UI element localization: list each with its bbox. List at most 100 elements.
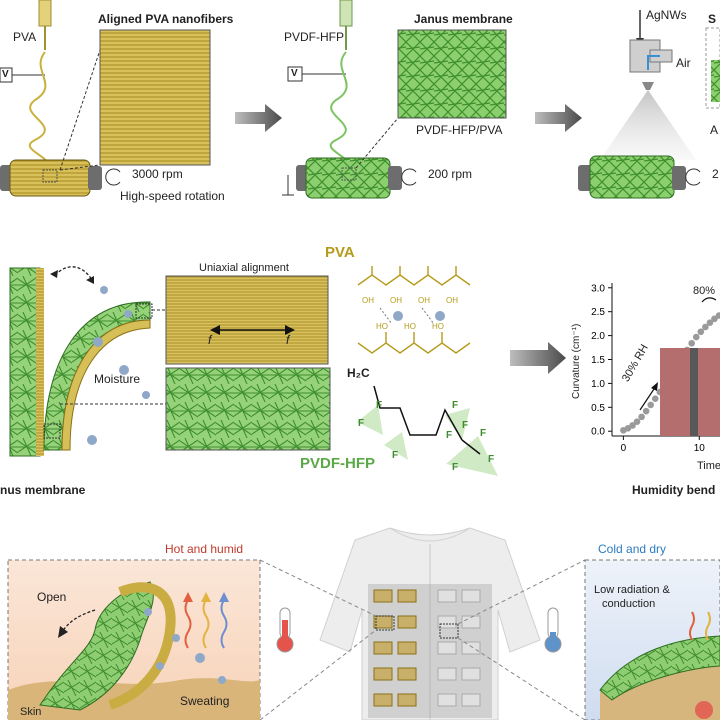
f-5: F (452, 400, 459, 411)
bend-arrow (54, 266, 93, 281)
h-bonds (379, 307, 435, 325)
x-tick-label: 10 (694, 443, 706, 454)
chart-point (633, 418, 641, 425)
chart-ylabel: Curvature (cm⁻¹) (571, 323, 582, 399)
voltage-label-2: V (291, 68, 298, 79)
blocked-radiation (689, 611, 711, 641)
chart-y-ticks: 0.00.51.01.52.02.53.0 (591, 283, 612, 438)
pvdf-structure (357, 385, 498, 476)
moisture-droplets (87, 286, 150, 445)
process-arrow-1 (235, 104, 282, 132)
moisture-label: Moisture (94, 372, 141, 386)
pva-structure (357, 266, 471, 354)
syringe-icon (38, 0, 52, 50)
shirt-patch-closed (461, 589, 481, 603)
shirt-patch-closed (437, 667, 457, 681)
shirt-patch-closed (437, 693, 457, 707)
shirt-patch-open (373, 589, 393, 603)
partial-title: S (708, 12, 717, 26)
uniaxial-label: Uniaxial alignment (199, 262, 289, 274)
opened-membrane (39, 581, 154, 711)
f-4: F (446, 430, 453, 441)
y-tick-label: 0.0 (591, 427, 605, 438)
collector-roller (0, 159, 102, 197)
janus-title: Janus membrane (414, 12, 513, 26)
trend-arrow (639, 385, 657, 411)
agnws-label: AgNWs (646, 8, 687, 22)
shirt-patch-open (397, 589, 417, 603)
jet-spiral (28, 51, 49, 171)
janus-membrane-inset (397, 29, 507, 119)
chart-point (711, 315, 718, 323)
force-right: f (286, 333, 290, 347)
annot-arrow (701, 297, 717, 303)
sweating-label: Sweating (180, 694, 230, 708)
sweat-droplets (144, 608, 226, 684)
fabrication-row (0, 0, 720, 199)
rpm-3000: 3000 rpm (132, 167, 183, 181)
pva-title: PVA (325, 244, 355, 261)
water-molecules (393, 311, 445, 321)
f-8: F (488, 454, 495, 465)
pva-aligned-inset (165, 275, 329, 365)
process-arrow-3 (510, 342, 566, 374)
shirt-patch-open (373, 641, 393, 655)
oh-4: OH (446, 296, 458, 305)
skin-label: Skin (20, 706, 42, 718)
chart-point (642, 407, 650, 415)
f-6: F (462, 420, 469, 431)
f-7: F (480, 428, 487, 439)
force-left: f (208, 333, 212, 347)
air-label: Air (676, 56, 691, 70)
shirt-patch-closed (461, 693, 481, 707)
shirt-patch-closed (437, 589, 457, 603)
janus-caption: nus membrane (0, 483, 86, 497)
annot-80: 80% (693, 285, 716, 297)
partial-2: 2 (712, 167, 719, 181)
f-3: F (392, 450, 399, 461)
shirt-patch-grid (368, 584, 492, 718)
pva-label: PVA (13, 30, 37, 44)
f-2: F (376, 400, 383, 411)
chart-point (697, 328, 705, 336)
chart-point (638, 413, 645, 421)
y-tick-label: 2.5 (591, 307, 605, 318)
oh-1: OH (362, 296, 374, 305)
collector-roller-3 (578, 155, 686, 199)
ho-2: HO (404, 322, 416, 331)
bending-membrane (9, 267, 151, 457)
spray-nozzle (629, 10, 673, 90)
pvdf-title: PVDF-HFP (300, 455, 375, 472)
shirt-patch-closed (461, 667, 481, 681)
closed-membrane (599, 635, 720, 701)
y-tick-label: 2.0 (591, 331, 605, 342)
spray-cone (600, 90, 696, 160)
partial-a: A (710, 123, 719, 137)
chart-point (706, 319, 714, 326)
aligned-fibers-inset (99, 29, 211, 166)
voltage-label: V (2, 69, 9, 80)
jet-spiral-2 (329, 51, 350, 171)
hot-humid-title: Hot and humid (165, 542, 244, 556)
shirt-patch-open (397, 667, 417, 681)
ho-3: HO (432, 322, 444, 331)
chart-xlabel: Time (697, 460, 720, 472)
aligned-pva-title: Aligned PVA nanofibers (98, 12, 234, 26)
oh-2: OH (390, 296, 402, 305)
f-9: F (452, 462, 459, 473)
process-arrow-2 (535, 104, 582, 132)
pvdf-pva-label: PVDF-HFP/PVA (416, 123, 503, 137)
chart-point (629, 422, 636, 429)
curled-pva (108, 582, 176, 710)
rotation-icon (105, 168, 121, 186)
oh-3: OH (418, 296, 430, 305)
shirt-patch-closed (437, 615, 457, 629)
collector-roller-2 (296, 157, 402, 199)
shirt-patch-closed (437, 641, 457, 655)
shirt-patch-open (373, 693, 393, 707)
application-row (7, 527, 720, 720)
y-tick-label: 1.5 (591, 355, 605, 366)
syringe-icon-2 (339, 0, 353, 50)
shirt-patch-open (397, 693, 417, 707)
